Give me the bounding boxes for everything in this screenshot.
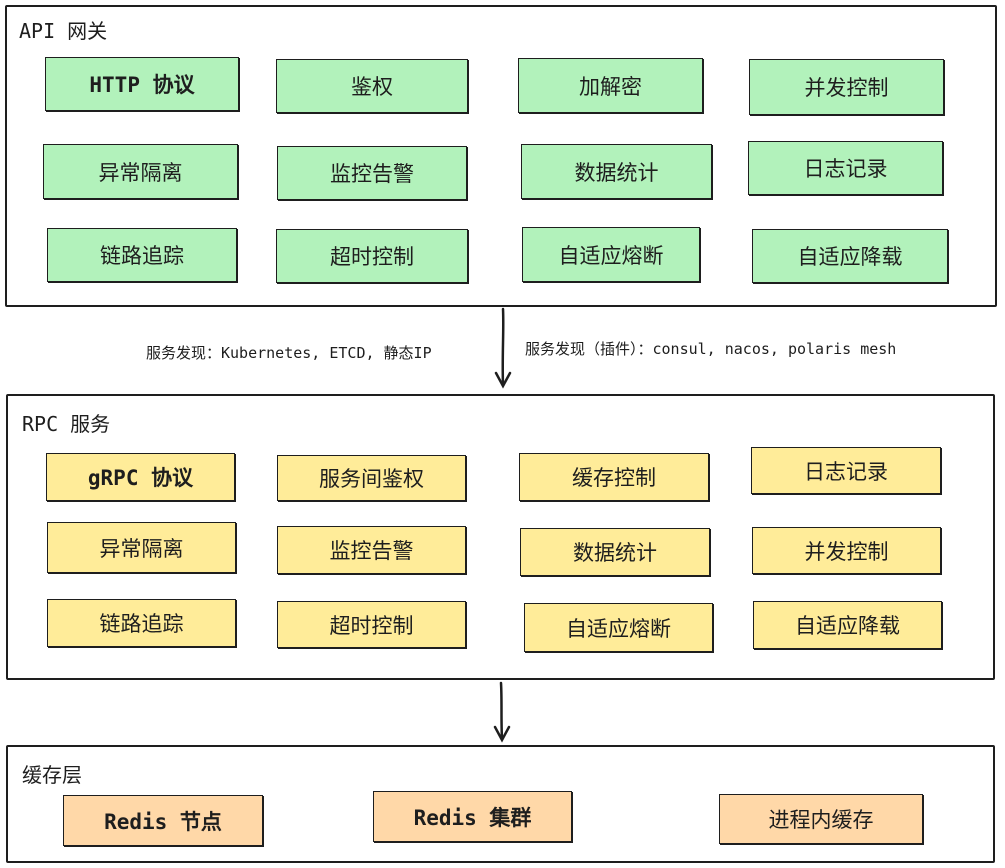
arrow-api-to-rpc-head	[494, 371, 512, 389]
module-data-statistics: 数据统计	[521, 144, 712, 199]
module-inter-service-auth: 服务间鉴权	[277, 455, 466, 501]
module-redis-node: Redis 节点	[63, 795, 263, 846]
arrow-rpc-to-cache-head	[493, 725, 511, 743]
module-adaptive-shedding: 自适应降载	[753, 601, 942, 649]
module-timeout-control: 超时控制	[277, 601, 466, 648]
module-redis-cluster: Redis 集群	[373, 791, 572, 842]
module-data-statistics: 数据统计	[520, 528, 710, 576]
discovery-note-left: 服务发现：Kubernetes, ETCD, 静态IP	[146, 344, 432, 362]
discovery-note-right: 服务发现（插件）：consul, nacos, polaris mesh	[525, 340, 897, 358]
module-adaptive-breaker: 自适应熔断	[524, 603, 713, 652]
module-logging: 日志记录	[748, 141, 943, 195]
module-tracing: 链路追踪	[47, 599, 236, 647]
module-encryption: 加解密	[518, 58, 703, 113]
module-grpc-protocol: gRPC 协议	[46, 453, 235, 501]
rpc-service-title: RPC 服务	[22, 412, 111, 436]
module-auth: 鉴权	[276, 59, 468, 113]
module-in-process-cache: 进程内缓存	[719, 794, 923, 844]
module-monitoring-alerts: 监控告警	[277, 146, 467, 200]
module-exception-isolation: 异常隔离	[43, 144, 238, 199]
arrow-rpc-to-cache	[499, 681, 504, 741]
module-monitoring-alerts: 监控告警	[277, 526, 466, 574]
module-tracing: 链路追踪	[47, 228, 237, 282]
module-logging: 日志记录	[751, 447, 941, 494]
api-gateway-title: API 网关	[19, 19, 108, 43]
module-concurrency-control: 并发控制	[749, 59, 944, 115]
module-timeout-control: 超时控制	[276, 229, 468, 283]
module-adaptive-shedding: 自适应降载	[752, 229, 948, 283]
module-http-protocol: HTTP 协议	[45, 57, 239, 111]
module-concurrency-control: 并发控制	[752, 527, 941, 574]
cache-layer-title: 缓存层	[22, 763, 82, 787]
module-exception-isolation: 异常隔离	[47, 522, 236, 573]
module-adaptive-breaker: 自适应熔断	[522, 227, 700, 282]
module-cache-control: 缓存控制	[519, 453, 709, 501]
arrow-api-to-rpc	[501, 307, 505, 387]
